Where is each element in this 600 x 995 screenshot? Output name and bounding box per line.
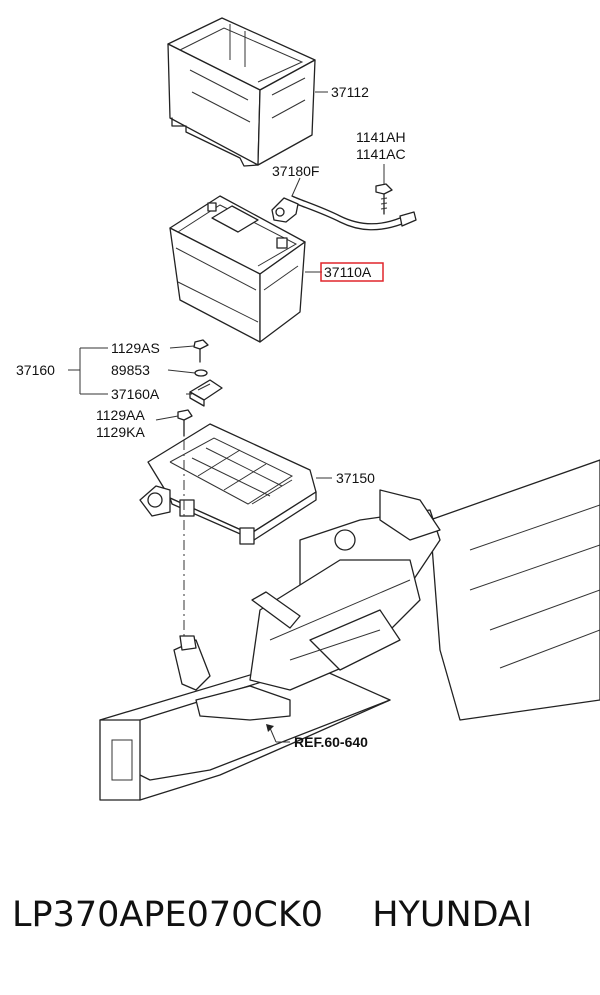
battery-37110a [169, 195, 306, 343]
label-37150: 37150 [336, 470, 375, 486]
battery-bracket-37150 [139, 423, 317, 545]
battery-parts-diagram: 37112 1141AH 1141AC 37180F 37110A 37160 … [16, 17, 600, 801]
label-1141ah: 1141AH [356, 129, 406, 145]
label-37180f: 37180F [272, 163, 319, 179]
label-1129aa: 1129AA [96, 407, 145, 423]
label-89853: 89853 [111, 362, 150, 378]
battery-tray-37112 [167, 17, 316, 167]
bolt-1141 [375, 183, 393, 215]
label-37160: 37160 [16, 362, 55, 378]
label-37160a: 37160A [111, 386, 160, 402]
label-1141ac: 1141AC [356, 146, 406, 162]
label-1129as: 1129AS [111, 340, 160, 356]
caption: LP370APE070CK0 HYUNDAI [12, 895, 592, 935]
washer-89853 [194, 369, 208, 377]
vehicle-body-frame [99, 459, 600, 801]
brand-name: HYUNDAI [372, 895, 533, 935]
part-number: LP370APE070CK0 [12, 895, 324, 935]
bolt-1129aa [177, 409, 193, 437]
highlight-box-37110a [320, 262, 384, 282]
label-37112: 37112 [331, 84, 369, 100]
label-37110a: 37110A [324, 264, 372, 280]
label-1129ka: 1129KA [96, 424, 145, 440]
bolt-1129as [193, 339, 209, 363]
ref-arrow-icon [266, 724, 274, 732]
label-ref-60-640: REF.60-640 [294, 734, 368, 750]
clamp-37160a [189, 379, 223, 407]
battery-cable-37180f [271, 195, 417, 231]
